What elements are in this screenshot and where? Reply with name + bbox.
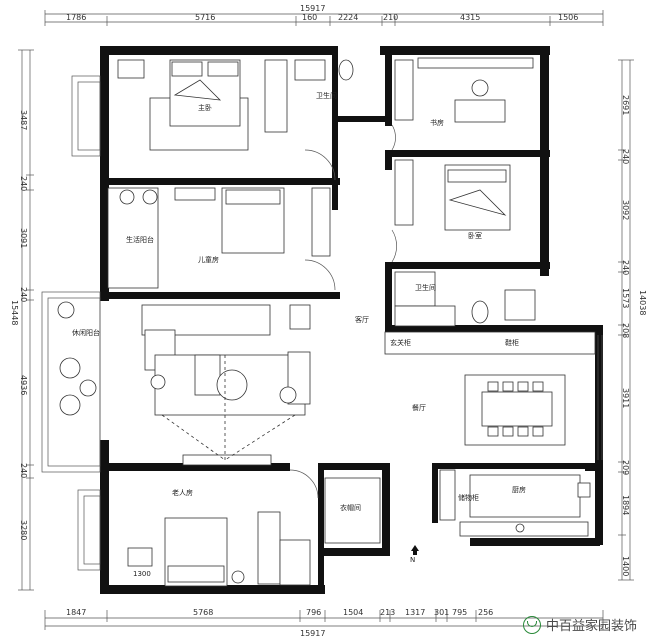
bottom-dim-3: 796: [306, 608, 321, 617]
wardrobe-second: [311, 187, 331, 257]
label-bedroom-right: 卧室: [468, 231, 482, 240]
left-dim-1: 3487: [19, 110, 28, 130]
label-bottom-bedroom: 老人房: [172, 488, 193, 497]
second-bedroom-furniture: [107, 187, 331, 289]
label-dining: 餐厅: [412, 403, 426, 412]
left-dim-7: 3280: [19, 520, 28, 540]
left-dim-6: 240: [19, 463, 28, 478]
study-desk: [454, 99, 506, 123]
label-shoe-cabinet: 鞋柜: [505, 338, 519, 347]
exterior-walls: [100, 46, 603, 594]
right-dim-7: 3911: [621, 388, 630, 408]
right-dim-6: 208: [621, 323, 630, 338]
cloakroom-shelves: [324, 477, 381, 544]
bottom-dim-7: 301: [434, 608, 449, 617]
top-dim-6: 4315: [460, 13, 480, 22]
study-furniture: [394, 57, 534, 123]
dining-table: [481, 391, 553, 427]
label-entrance-cabinet: 玄关柜: [390, 338, 411, 347]
bottom-dim-9: 256: [478, 608, 493, 617]
balcony-utility: [107, 187, 159, 289]
bookshelf: [394, 59, 414, 121]
desk: [174, 187, 216, 201]
right-dim-3: 3092: [621, 200, 630, 220]
kitchen-island: [469, 474, 581, 518]
bottom-desk: [127, 547, 153, 567]
label-master-bedroom: 主卧: [198, 103, 212, 112]
top-dim-1: 1786: [66, 13, 86, 22]
sink: [294, 59, 326, 81]
tv-cabinet: [182, 454, 272, 466]
top-dim-3: 160: [302, 13, 317, 22]
guest-bath-furniture: [394, 271, 536, 327]
left-dim-5: 4936: [19, 375, 28, 395]
label-second-bedroom: 儿童房: [198, 255, 219, 264]
bottom-dim-2: 5768: [193, 608, 213, 617]
top-dimension-chain: 15917 1786 5716 160 2224 210 4315 1506: [44, 4, 604, 26]
bottom-total-dim: 15917: [300, 629, 325, 638]
left-dim-4: 240: [19, 287, 28, 302]
label-kitchen: 厨房: [512, 485, 526, 494]
label-cloakroom: 衣帽间: [340, 503, 361, 512]
label-guest-bath: 卫生间: [415, 283, 436, 292]
right-dim-4: 240: [621, 260, 630, 275]
dining-cabinet: [384, 331, 596, 355]
entry-arrow-icon: N: [410, 545, 419, 564]
right-dim-5: 1573: [621, 288, 630, 308]
living-balcony-furniture: [57, 301, 97, 416]
label-bed-size: 1300: [133, 570, 151, 578]
right-dim-1: 2691: [621, 95, 630, 115]
left-dim-3: 3091: [19, 228, 28, 248]
vanity: [117, 59, 145, 79]
right-bedroom-furniture: [394, 159, 511, 231]
top-dim-4: 2224: [338, 13, 358, 22]
label-master-bath: 卫生间: [316, 91, 337, 100]
bottom-dimension-chain: 15917 1847 5768 796 1504 213 1317 301 79…: [44, 608, 604, 638]
bottom-dim-5: 213: [380, 608, 395, 617]
right-total-dim: 14038: [638, 290, 647, 315]
interior-walls: [100, 46, 600, 588]
bottom-dim-1: 1847: [66, 608, 86, 617]
right-dim-2: 240: [621, 149, 630, 164]
label-north: N: [410, 556, 415, 564]
door-swings: [289, 124, 397, 499]
living-room-furniture: [141, 304, 311, 466]
right-dim-8: 209: [621, 460, 630, 475]
kitchen-furniture: [439, 469, 591, 537]
top-dim-7: 1506: [558, 13, 578, 22]
watermark-text: 中百益家园装饰: [545, 619, 637, 634]
bottom-dim-4: 1504: [343, 608, 363, 617]
balconies: [41, 75, 603, 571]
label-balcony-left: 生活阳台: [126, 235, 154, 244]
toilet: [338, 59, 354, 81]
bottom-wardrobe: [257, 511, 281, 585]
bottom-dim-8: 795: [452, 608, 467, 617]
fridge: [439, 469, 456, 521]
label-living-balcony: 休闲阳台: [72, 328, 100, 337]
top-dim-2: 5716: [195, 13, 215, 22]
master-bedroom-furniture: [117, 59, 354, 151]
right-dimension-chain: 14038 2691 240 3092 240 1573 208 3911 20…: [618, 59, 647, 581]
room-labels: 主卧 卫生间 书房 卧室 生活阳台 儿童房 卫生间 休闲阳台 客厅 餐厅 厨房 …: [72, 91, 526, 578]
watermark: 中百益家园装饰: [522, 615, 637, 634]
coffee-table: [194, 354, 221, 396]
brand-logo-icon: [522, 615, 541, 634]
bottom-bedroom-furniture: [127, 477, 381, 587]
left-dimension-chain: 15448 3487 240 3091 240 4936 240 3280: [10, 49, 34, 591]
right-dim-10: 1400: [621, 556, 630, 576]
label-study: 书房: [430, 118, 444, 127]
bottom-dim-6: 1317: [405, 608, 425, 617]
wardrobe: [264, 59, 288, 133]
top-total-dim: 15917: [300, 4, 325, 13]
top-dim-5: 210: [383, 13, 398, 22]
dining-furniture: [384, 331, 596, 446]
label-storage: 储物柜: [458, 493, 479, 502]
left-dim-2: 240: [19, 176, 28, 191]
label-living-room: 客厅: [355, 315, 369, 324]
left-total-dim: 15448: [10, 300, 19, 325]
right-dim-9: 1894: [621, 495, 630, 515]
